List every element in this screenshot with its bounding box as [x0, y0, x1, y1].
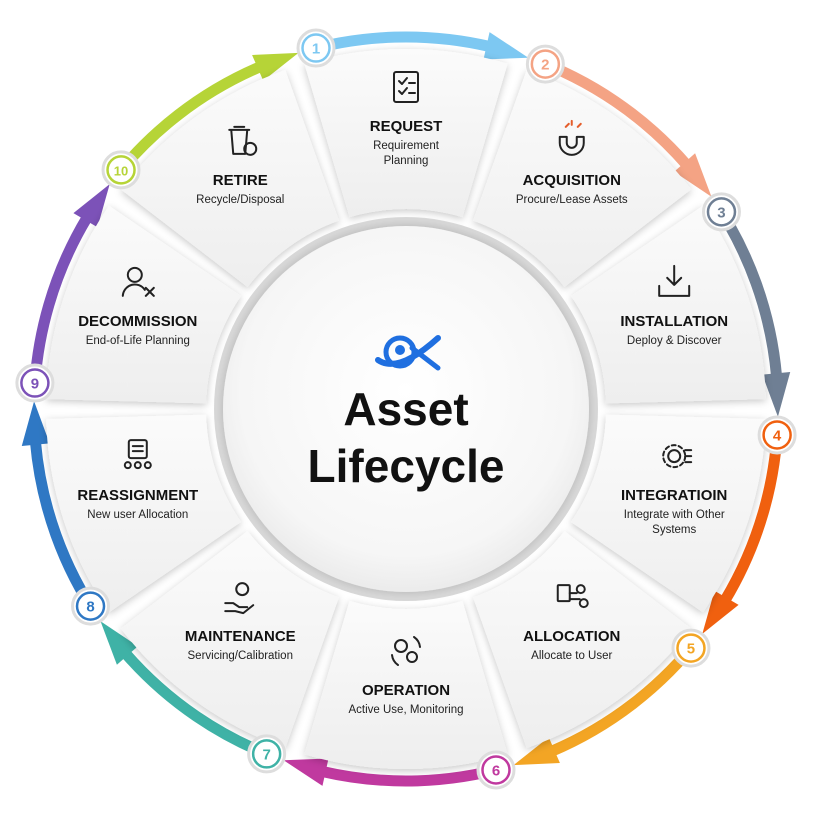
stage-arrow-head-4 — [702, 590, 739, 634]
stage-segment-1 — [304, 48, 508, 218]
stage-title: DECOMMISSION — [78, 313, 197, 330]
stage-badge-7: 7 — [247, 734, 287, 774]
stage-label-10: RETIRE Recycle/Disposal — [196, 125, 284, 206]
stage-number: 10 — [114, 163, 128, 178]
stage-label-8: REASSIGNMENT New user Allocation — [77, 439, 198, 521]
stage-title: OPERATION — [362, 682, 450, 699]
stage-arrow-head-10 — [252, 52, 299, 81]
stage-subtitle: Systems — [652, 524, 696, 536]
clipboard-team-icon — [123, 439, 152, 470]
stage-segment-8 — [46, 414, 241, 613]
stage-title: INTEGRATIOIN — [621, 487, 727, 504]
center-title-line1: Asset — [343, 383, 468, 435]
stage-arrow-head-2 — [674, 153, 712, 197]
center-hub: Asset Lifecycle — [214, 217, 598, 601]
stage-arrow-head-3 — [762, 372, 791, 417]
hand-gear-icon — [224, 582, 255, 615]
stage-arrow-head-7 — [100, 621, 138, 665]
stage-segment-3 — [571, 205, 766, 404]
stage-number: 8 — [86, 599, 94, 616]
stage-title: REASSIGNMENT — [77, 487, 198, 504]
stage-arrow-head-9 — [73, 184, 110, 228]
cycle-gears-icon — [391, 636, 421, 666]
stage-subtitle: Deploy & Discover — [627, 335, 722, 347]
stage-title: MAINTENANCE — [185, 628, 296, 645]
chip-gear-icon — [662, 444, 693, 469]
stage-title: ALLOCATION — [523, 628, 620, 645]
stage-subtitle: New user Allocation — [87, 509, 188, 521]
stage-subtitle: Integrate with Other — [624, 509, 725, 521]
stage-number: 4 — [773, 427, 782, 444]
stage-badge-5: 5 — [671, 628, 711, 668]
stage-badge-2: 2 — [525, 44, 565, 84]
stage-segment-9 — [46, 205, 241, 404]
stage-number: 1 — [312, 41, 320, 58]
stage-arrow-head-6 — [283, 758, 329, 786]
stage-segments — [46, 48, 766, 769]
stage-segment-4 — [571, 414, 766, 613]
stage-number: 3 — [717, 204, 725, 221]
stage-badge-8: 8 — [71, 586, 111, 626]
stage-segment-7 — [120, 531, 339, 749]
stage-label-6: OPERATION Active Use, Monitoring — [348, 636, 464, 716]
download-tray-icon — [658, 264, 691, 297]
stage-subtitle: Active Use, Monitoring — [348, 704, 463, 716]
stage-title: REQUEST — [370, 118, 443, 135]
stage-label-2: ACQUISITION Procure/Lease Assets — [516, 119, 628, 206]
stage-title: ACQUISITION — [523, 172, 621, 189]
stage-label-5: ALLOCATION Allocate to User — [523, 584, 620, 662]
user-network-icon — [556, 584, 589, 609]
stage-title: RETIRE — [213, 172, 268, 189]
stage-number: 7 — [262, 746, 270, 763]
stage-segment-10 — [120, 69, 339, 287]
stage-subtitle: Allocate to User — [531, 650, 612, 662]
stage-label-7: MAINTENANCE Servicing/Calibration — [185, 582, 296, 662]
stage-badge-4: 4 — [757, 415, 797, 455]
stage-badge-1: 1 — [296, 28, 336, 68]
eye-swoosh-logo-icon — [375, 335, 441, 371]
stage-subtitle: Procure/Lease Assets — [516, 194, 628, 206]
stage-badge-6: 6 — [476, 750, 516, 790]
stage-badges: 1 2 3 4 5 6 7 8 9 10 — [15, 28, 797, 790]
stage-number: 2 — [541, 57, 549, 74]
stage-arrow-head-1 — [483, 32, 529, 60]
stage-subtitle: Recycle/Disposal — [196, 194, 284, 206]
stage-badge-3: 3 — [701, 192, 741, 232]
stage-segment-5 — [473, 531, 692, 749]
stage-title: INSTALLATION — [620, 313, 728, 330]
stage-segment-2 — [473, 69, 692, 287]
checklist-icon — [393, 71, 419, 103]
stage-number: 9 — [31, 376, 39, 393]
center-circle — [223, 226, 589, 592]
stage-segment-6 — [304, 600, 508, 769]
stage-subtitle: End-of-Life Planning — [86, 335, 190, 347]
stage-subtitle: Requirement — [373, 140, 440, 152]
stage-subtitle: Planning — [384, 155, 429, 167]
user-remove-icon — [121, 266, 155, 297]
stage-badge-10: 10 — [101, 150, 141, 190]
stage-arrow-head-5 — [513, 737, 560, 766]
center-title-line2: Lifecycle — [308, 440, 505, 492]
stage-subtitle: Servicing/Calibration — [188, 650, 293, 662]
stage-badge-9: 9 — [15, 363, 55, 403]
magnet-icon — [558, 119, 585, 156]
stage-arrow-head-8 — [21, 401, 50, 446]
stage-number: 6 — [492, 762, 500, 779]
stage-label-3: INSTALLATION Deploy & Discover — [620, 264, 728, 347]
stage-number: 5 — [687, 641, 695, 658]
stage-label-9: DECOMMISSION End-of-Life Planning — [78, 266, 197, 347]
trash-gear-icon — [228, 125, 258, 156]
